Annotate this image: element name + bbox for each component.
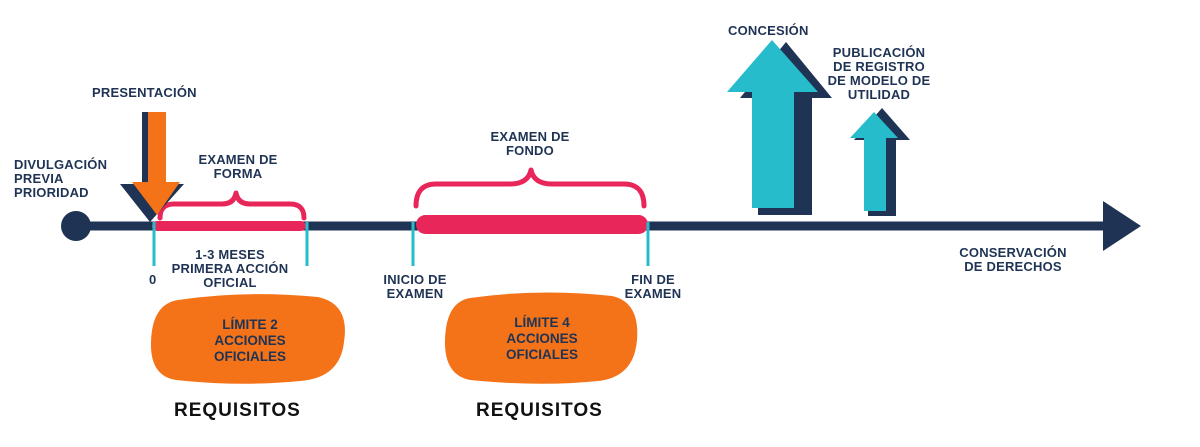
publicacion-label: PUBLICACIÓN DE REGISTRO DE MODELO DE UTI… [827, 45, 931, 102]
limite-2-text: LÍMITE 2 ACCIONES OFICIALES [213, 317, 286, 364]
timeline-start-dot [61, 211, 91, 241]
presentacion-arrow-icon [132, 112, 180, 215]
examen-fondo-label: EXAMEN DE FONDO [490, 129, 570, 158]
limite-4-blob [444, 292, 638, 384]
conservacion-label: CONSERVACIÓN DE DERECHOS [959, 245, 1067, 274]
divulgacion-label: DIVULGACIÓN PREVIA PRIORIDAD [14, 157, 108, 200]
examen-forma-label: EXAMEN DE FORMA [198, 152, 278, 181]
examen-fondo-bar [416, 215, 648, 234]
examen-fondo-brace [413, 167, 647, 209]
concesion-arrow-icon [727, 40, 818, 208]
limite-2-blob [150, 294, 345, 384]
inicio-examen-label: INICIO DE EXAMEN [383, 272, 447, 301]
publicacion-arrow-icon [850, 112, 898, 211]
presentacion-label: PRESENTACIÓN [92, 85, 197, 100]
limite-4-text: LÍMITE 4 ACCIONES OFICIALES [505, 315, 578, 362]
requisitos-label-1: REQUISITOS [174, 400, 301, 421]
meses-label: 1-3 MESES PRIMERA ACCIÓN OFICIAL [171, 247, 289, 290]
concesion-label: CONCESIÓN [728, 23, 809, 38]
fin-examen-label: FIN DE EXAMEN [624, 272, 682, 301]
timeline-arrowhead [1103, 201, 1141, 251]
requisitos-label-2: REQUISITOS [476, 400, 603, 421]
cero-label: 0 [149, 272, 157, 287]
examen-forma-bar [152, 221, 306, 231]
examen-forma-brace [157, 190, 307, 221]
